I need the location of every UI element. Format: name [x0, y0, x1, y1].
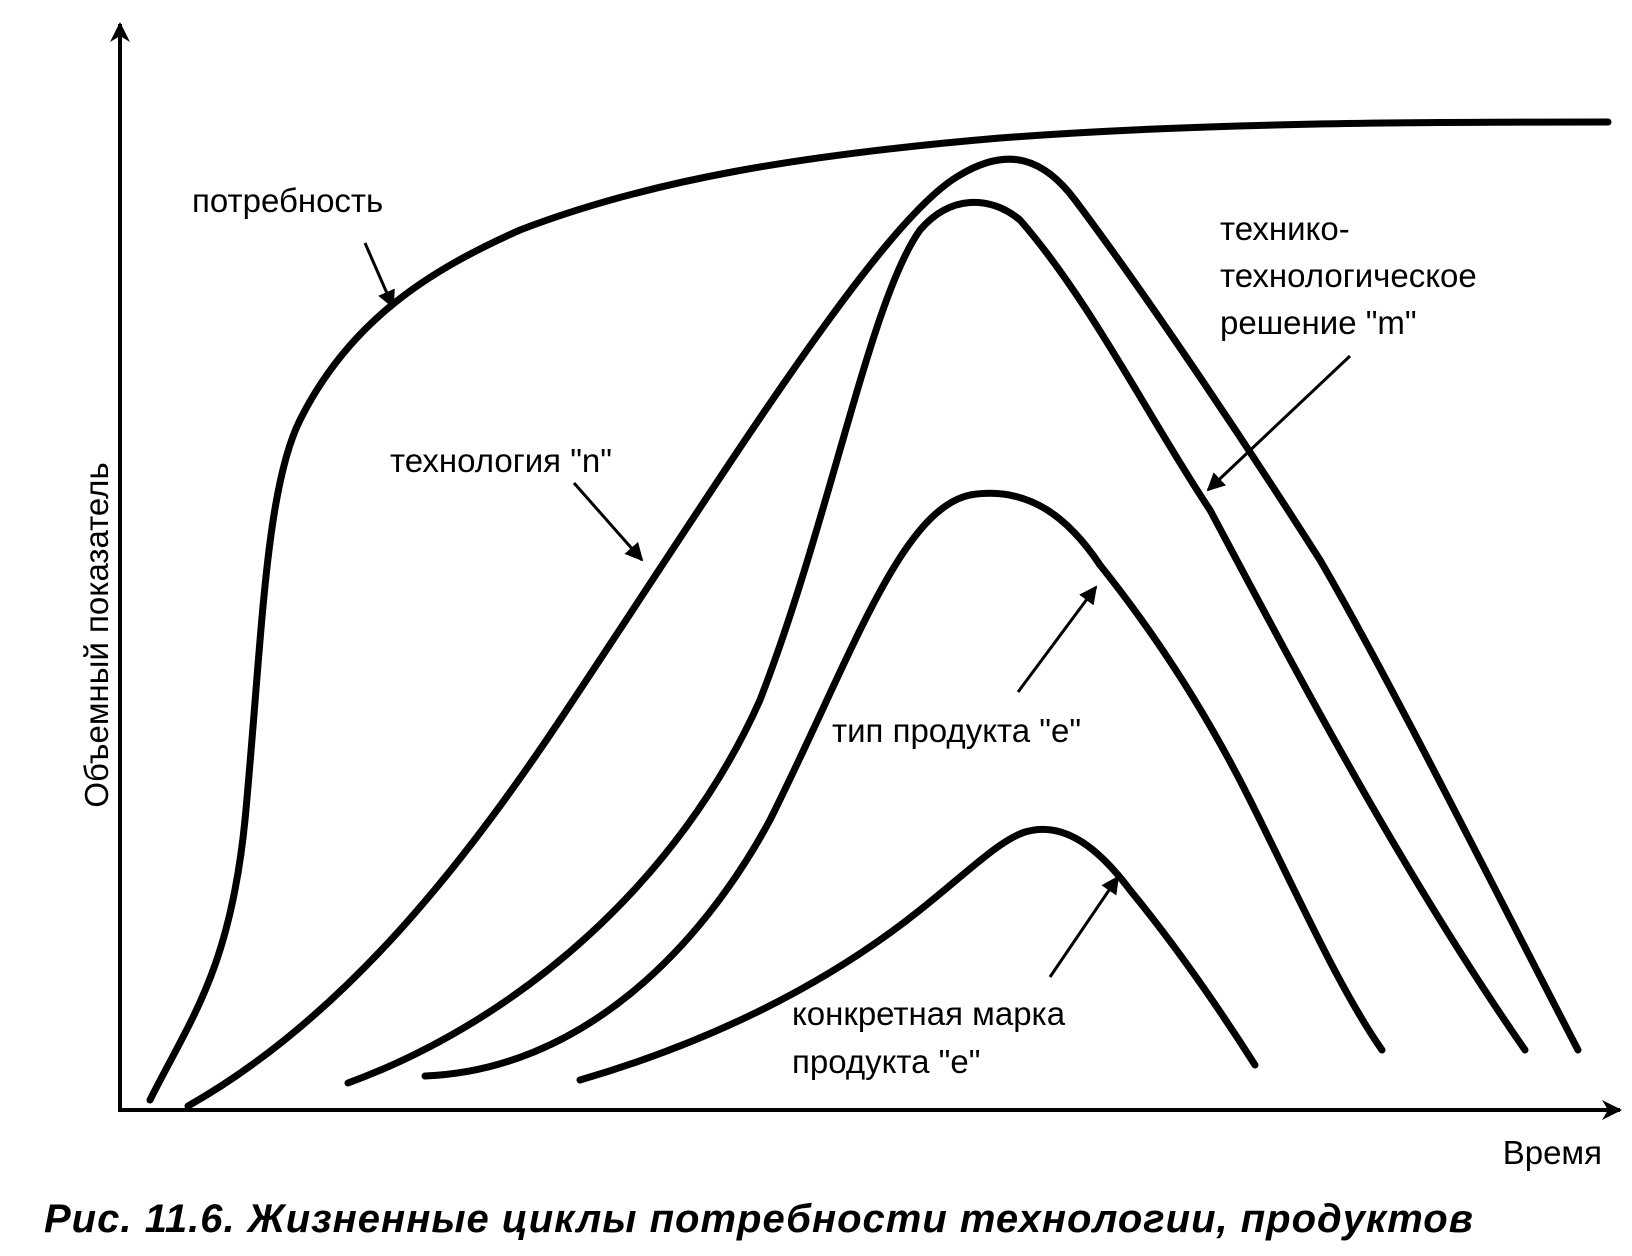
figure-caption: Рис. 11.6. Жизненные циклы потребности т… — [44, 1197, 1474, 1241]
technology-n-curve — [184, 155, 1582, 1110]
concrete-brand-label-line-1: конкретная марка — [792, 995, 1066, 1032]
technology-n-pointer-arrow — [572, 482, 644, 562]
product-type-e-pointer-arrow — [1016, 585, 1098, 693]
product-type-e-curve — [421, 489, 1386, 1080]
tech-solution-m-label-line-1: технико- — [1220, 210, 1350, 247]
product-type-e-label: тип продукта "е" — [832, 712, 1081, 749]
tech-solution-m-label: технико- технологическое решение "m" — [1220, 210, 1486, 341]
concrete-brand-label: конкретная марка продукта "е" — [792, 995, 1074, 1080]
tech-solution-m-label-line-2: технологическое — [1220, 257, 1477, 294]
concrete-brand-label-line-2: продукта "е" — [792, 1043, 980, 1080]
technology-n-label: технология "n" — [390, 442, 612, 479]
need-pointer-arrow — [363, 242, 395, 309]
x-axis-label: Время — [1503, 1134, 1602, 1171]
y-axis-label: Объемный показатель — [78, 462, 115, 807]
need-curve — [146, 118, 1612, 1104]
tech-solution-m-label-line-3: решение "m" — [1220, 304, 1417, 341]
concrete-brand-pointer-arrow — [1048, 875, 1120, 978]
tech-solution-m-curve — [344, 198, 1529, 1087]
tech-solution-m-pointer-arrow — [1206, 354, 1352, 492]
need-label: потребность — [192, 182, 383, 219]
concrete-brand-curve — [576, 825, 1259, 1084]
